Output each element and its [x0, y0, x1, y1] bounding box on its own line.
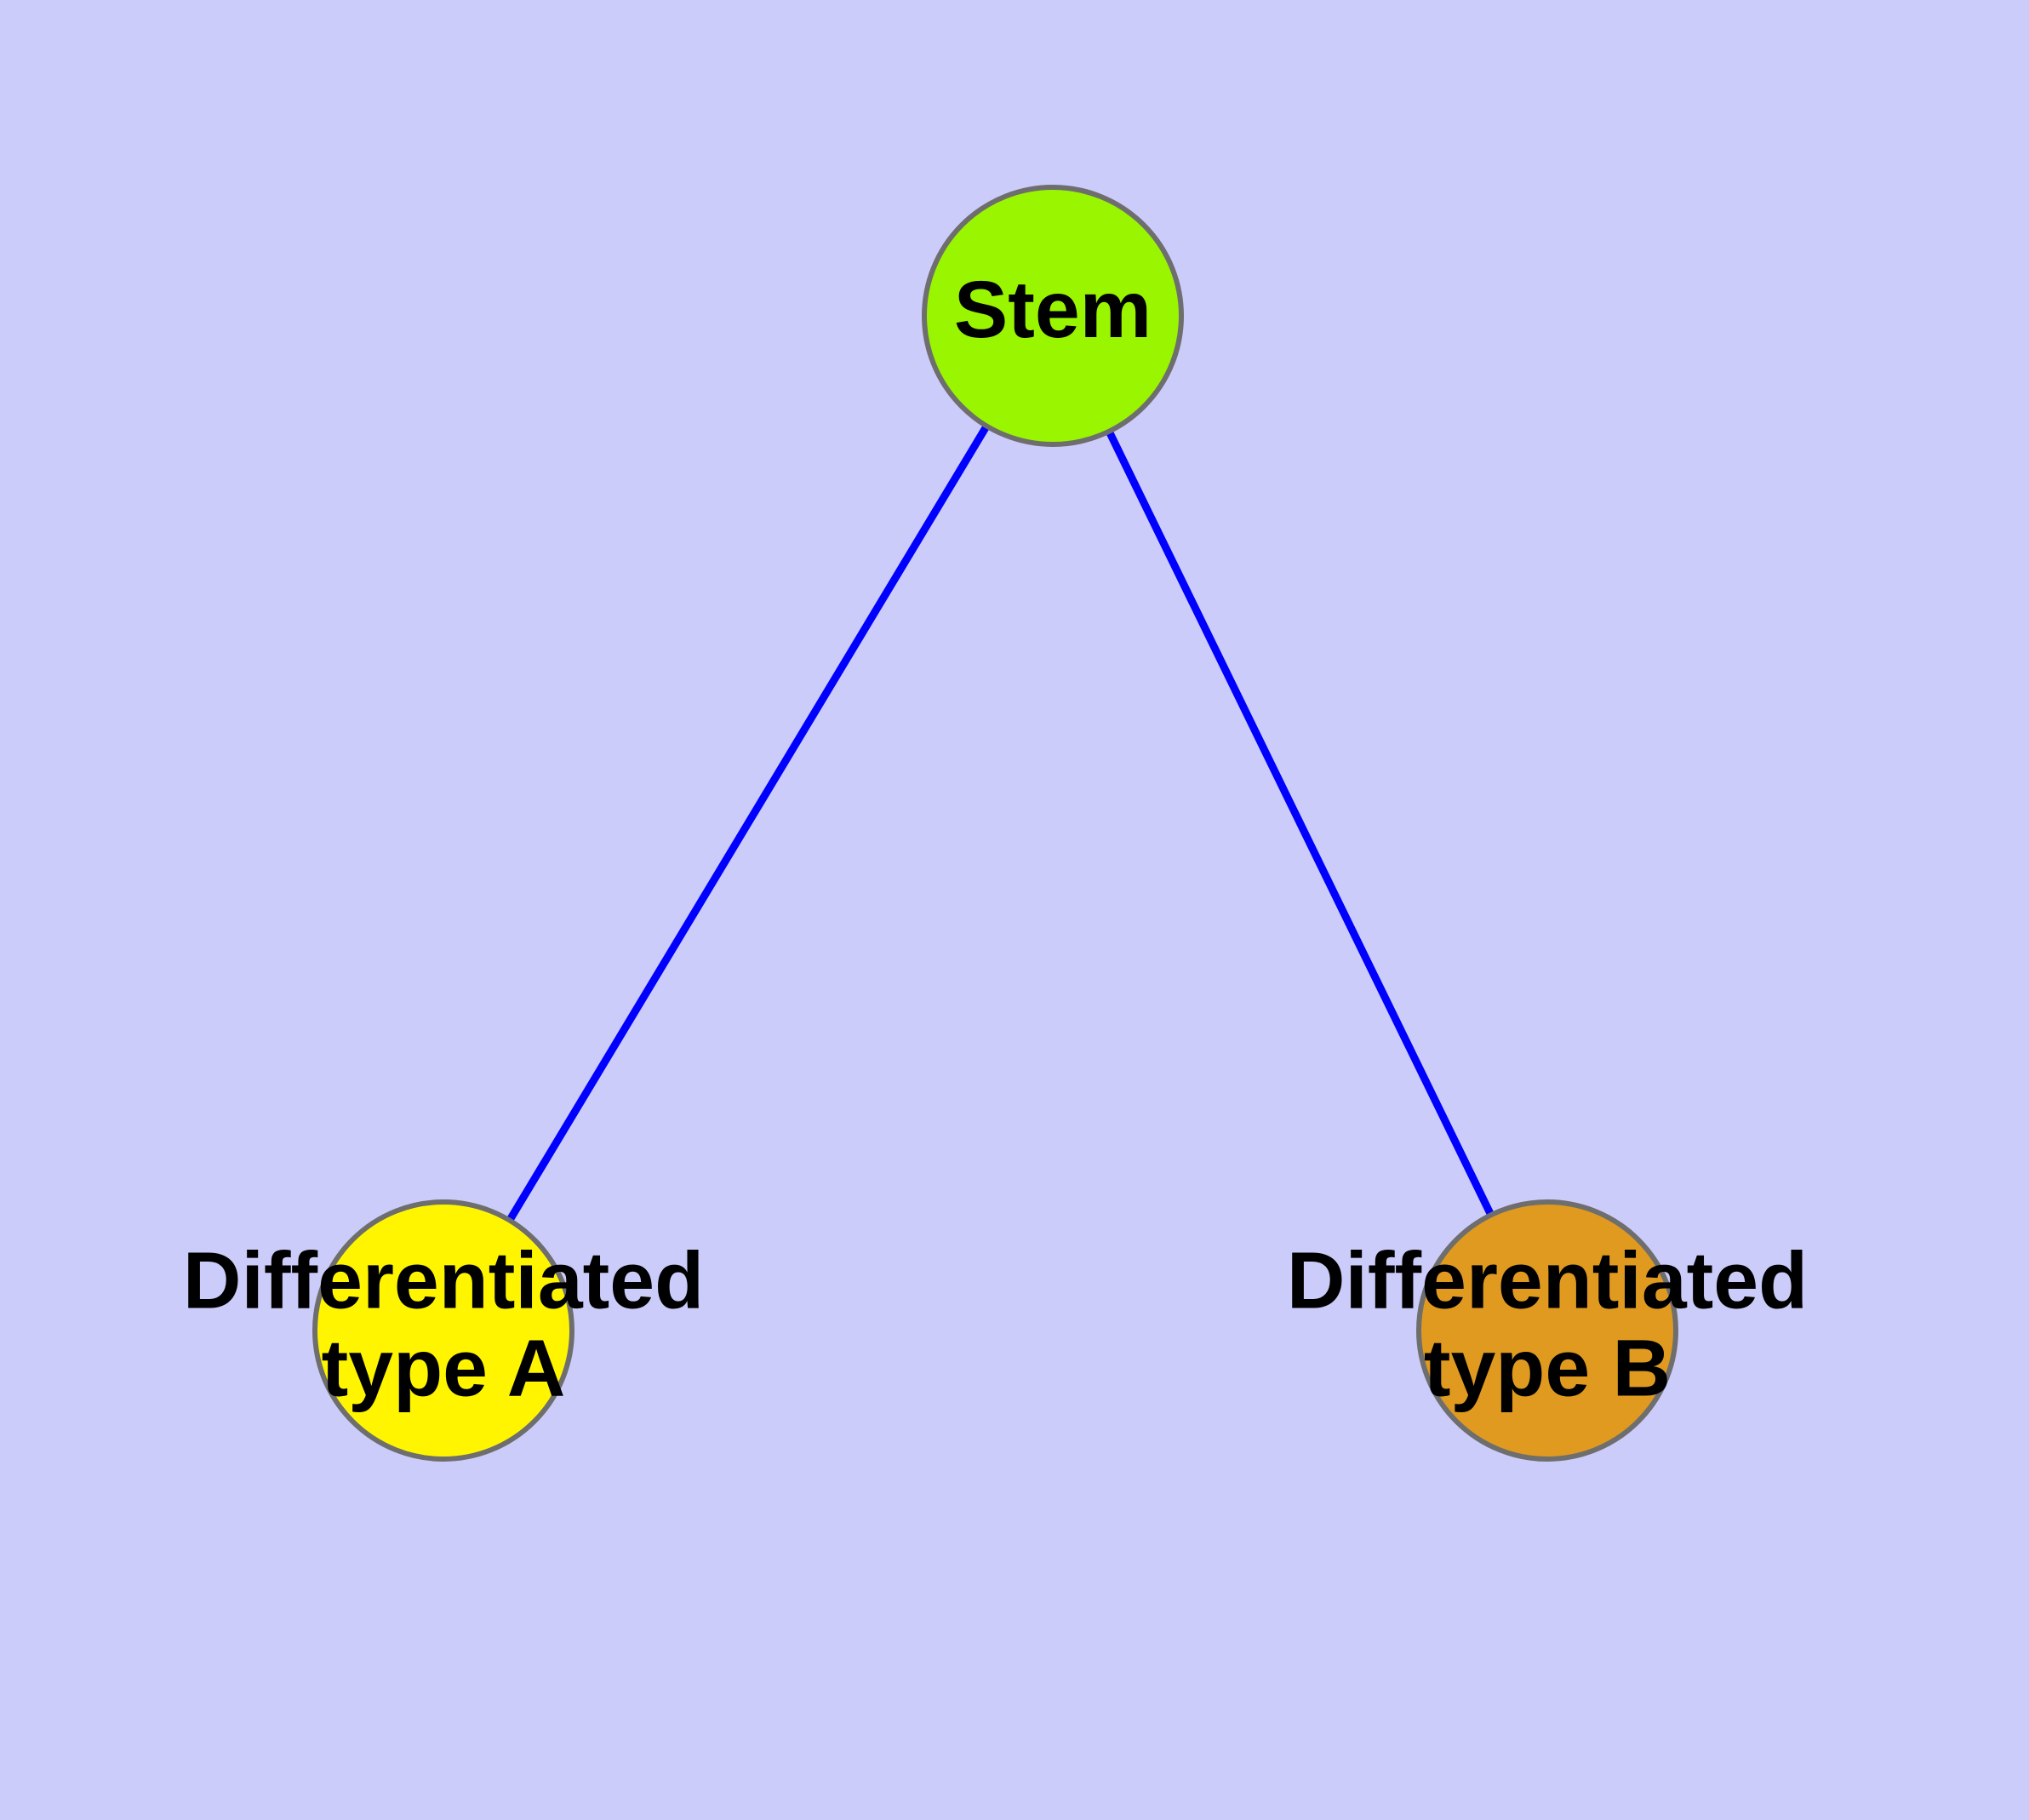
edges-layer	[440, 313, 1552, 1333]
node-label-line: Differentiated	[1287, 1236, 1808, 1326]
node-stem[interactable]	[922, 185, 1184, 447]
node-label-line: Stem	[954, 265, 1152, 355]
node-label-stem: Stem	[954, 265, 1152, 355]
node-label-line: type B	[1424, 1323, 1671, 1413]
node-label-line: Differentiated	[183, 1236, 704, 1326]
node-diff_a[interactable]	[312, 1199, 574, 1462]
edge-stem-to-diff_b[interactable]	[1049, 314, 1552, 1332]
nodes-layer	[312, 185, 1678, 1462]
edge-stem-to-diff_a[interactable]	[440, 313, 1056, 1333]
node-diff_b[interactable]	[1416, 1199, 1678, 1462]
node-label-line: type A	[322, 1323, 566, 1413]
